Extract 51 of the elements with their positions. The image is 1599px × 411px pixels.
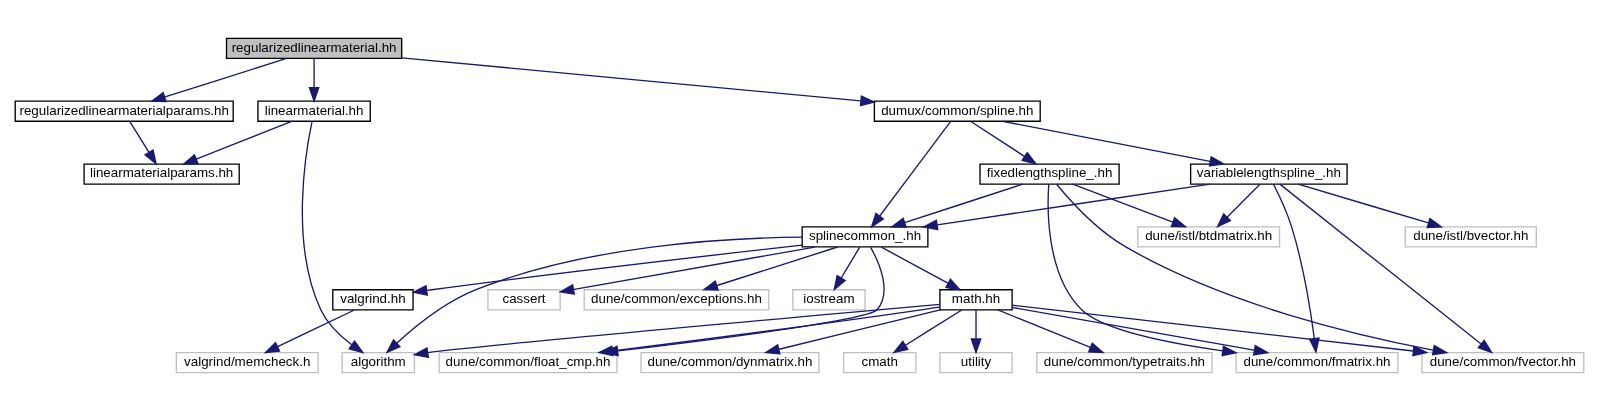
arrow <box>263 309 356 354</box>
arrow <box>149 57 288 103</box>
arrow <box>1297 183 1444 229</box>
arrow <box>1001 120 1226 167</box>
arrow <box>889 183 1024 228</box>
node-box: dune/istl/btdmatrix.hh <box>1137 226 1281 248</box>
node-box: dune/common/typetraits.hh <box>1036 351 1213 374</box>
arrow <box>558 246 816 295</box>
arrow <box>970 120 1038 165</box>
node-box: cmath <box>842 351 917 374</box>
arrow <box>1047 183 1239 357</box>
node-box: dumux/common/spline.hh <box>873 100 1041 122</box>
node-box: fixedlengthspline_.hh <box>979 163 1120 185</box>
node-box: dune/common/fmatrix.hh <box>1235 351 1399 374</box>
arrow <box>702 246 839 291</box>
arrow <box>308 57 320 103</box>
node-box: math.hh <box>939 289 1013 311</box>
arrow <box>997 309 1105 354</box>
arrow <box>880 246 962 291</box>
node-box: linearmaterial.hh <box>257 100 371 122</box>
node-box: regularizedlinearmaterialparams.hh <box>14 100 234 122</box>
node-box: utility <box>939 351 1013 374</box>
node-box: dune/common/float_cmp.hh <box>438 351 618 374</box>
arrow <box>970 309 982 355</box>
node-box: dune/istl/bvector.hh <box>1404 226 1537 248</box>
arrow <box>301 120 365 354</box>
arrow <box>1072 183 1188 228</box>
arrow <box>1011 306 1270 356</box>
arrow <box>385 236 803 354</box>
node-box: iostream <box>792 289 866 311</box>
arrow <box>892 309 963 354</box>
node-box: splinecommon_.hh <box>801 226 929 248</box>
node-box: valgrind/memcheck.h <box>175 351 319 374</box>
arrow <box>401 57 877 107</box>
node-box: regularizedlinearmaterial.hh <box>225 37 403 60</box>
node-box: cassert <box>487 289 561 311</box>
arrow <box>921 183 1211 231</box>
arrow <box>411 244 803 296</box>
arrow <box>833 246 861 292</box>
node-box: valgrind.hh <box>332 289 414 311</box>
arrow <box>181 120 293 165</box>
node-box: dune/common/fvector.hh <box>1421 351 1585 374</box>
node-box: dune/common/dynmatrix.hh <box>640 351 820 374</box>
node-box: variablelengthspline_.hh <box>1189 163 1348 185</box>
arrow <box>763 309 941 355</box>
node-box: algorithm <box>341 351 416 374</box>
arrow <box>870 120 952 229</box>
arrow <box>1216 183 1261 229</box>
node-box: dune/common/exceptions.hh <box>583 289 770 311</box>
arrow <box>129 120 158 166</box>
node-box: linearmaterialparams.hh <box>83 163 240 185</box>
